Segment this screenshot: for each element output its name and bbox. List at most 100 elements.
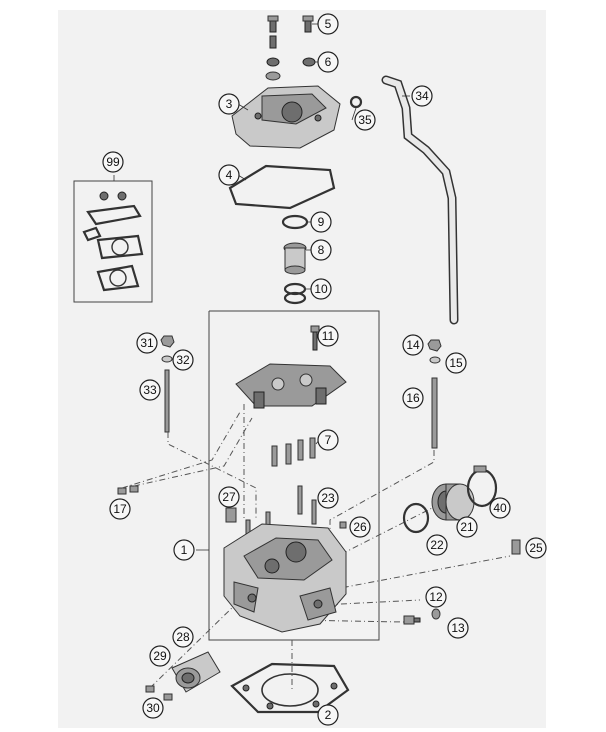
- hose-clamp: [349, 95, 363, 109]
- svg-text:10: 10: [314, 282, 328, 296]
- cylinder-head-group-box: [208, 310, 380, 641]
- svg-text:15: 15: [449, 356, 463, 370]
- callout-27: 27: [218, 486, 240, 508]
- callout-13: 13: [447, 617, 469, 639]
- callout-10: 10: [310, 278, 332, 300]
- assembly-line-sensor: [329, 555, 511, 591]
- svg-text:4: 4: [226, 168, 233, 182]
- breather-hose: [381, 75, 459, 325]
- callout-40: 40: [489, 497, 511, 519]
- washer-right: [429, 356, 441, 364]
- small-plug: [339, 521, 347, 529]
- svg-text:30: 30: [146, 701, 160, 715]
- screw-plug: [403, 615, 415, 625]
- callout-4: 4: [218, 164, 240, 186]
- svg-text:25: 25: [529, 541, 543, 555]
- svg-text:26: 26: [353, 520, 367, 534]
- callout-12: 12: [425, 586, 447, 608]
- svg-text:13: 13: [451, 621, 465, 635]
- nut-left: [160, 335, 175, 348]
- svg-text:31: 31: [140, 336, 154, 350]
- svg-text:16: 16: [406, 391, 420, 405]
- svg-text:40: 40: [493, 501, 507, 515]
- svg-text:8: 8: [318, 243, 325, 257]
- svg-text:12: 12: [429, 590, 443, 604]
- svg-text:99: 99: [106, 155, 120, 169]
- callout-28: 28: [172, 626, 194, 648]
- svg-text:1: 1: [181, 543, 188, 557]
- hose-clamp-small: [402, 502, 430, 534]
- valve-cover-gasket: [228, 164, 336, 210]
- callout-31: 31: [136, 332, 158, 354]
- assembly-line-pin-2: [133, 417, 253, 487]
- svg-text:2: 2: [325, 708, 332, 722]
- washer-left: [161, 355, 173, 363]
- assembly-line-intake: [151, 601, 239, 687]
- svg-text:33: 33: [143, 383, 157, 397]
- stud-center: [297, 485, 303, 515]
- intake-flange: [171, 651, 221, 693]
- callout-16: 16: [402, 387, 424, 409]
- hose-clamp-large: [466, 468, 498, 508]
- svg-text:29: 29: [153, 649, 167, 663]
- callout-17: 17: [109, 498, 131, 520]
- callout-6: 6: [317, 51, 339, 73]
- svg-text:28: 28: [176, 630, 190, 644]
- svg-text:21: 21: [460, 520, 474, 534]
- seal-ring: [281, 214, 309, 230]
- svg-text:35: 35: [358, 113, 372, 127]
- callout-1: 1: [173, 539, 195, 561]
- callout-22: 22: [426, 534, 448, 556]
- svg-text:5: 5: [325, 17, 332, 31]
- cover-screws: [267, 15, 314, 49]
- cylinder-head-gasket: [230, 662, 350, 714]
- cover-seal-washers: [265, 57, 316, 81]
- gasket-kit-box: [73, 180, 153, 303]
- assembly-line-pin: [121, 411, 241, 489]
- callout-2: 2: [317, 704, 339, 726]
- callout-11: 11: [317, 325, 339, 347]
- callout-21: 21: [456, 516, 478, 538]
- callout-99: 99: [102, 151, 124, 173]
- svg-text:9: 9: [318, 215, 325, 229]
- valve-cover: [231, 85, 341, 149]
- assembly-line-plug-2: [289, 619, 405, 623]
- intake-screw-2: [163, 693, 173, 701]
- svg-text:23: 23: [321, 491, 335, 505]
- svg-text:6: 6: [325, 55, 332, 69]
- svg-text:22: 22: [430, 538, 444, 552]
- bolt: [310, 325, 320, 351]
- callout-30: 30: [142, 697, 164, 719]
- svg-text:34: 34: [415, 89, 429, 103]
- callout-23: 23: [317, 487, 339, 509]
- stud-left: [164, 369, 170, 433]
- callout-29: 29: [149, 645, 171, 667]
- callout-33: 33: [139, 379, 161, 401]
- svg-text:11: 11: [322, 329, 335, 343]
- valve-guides: [271, 437, 316, 467]
- stud-center-2: [311, 499, 317, 525]
- dowel-pin-2: [129, 485, 139, 493]
- callout-14: 14: [402, 334, 424, 356]
- cylinder-head: [223, 523, 347, 633]
- assembly-line-right: [329, 450, 435, 540]
- callout-34: 34: [411, 85, 433, 107]
- spark-plug-tube: [283, 242, 307, 275]
- temperature-sensor: [225, 507, 237, 523]
- callout-7: 7: [317, 429, 339, 451]
- svg-text:7: 7: [325, 433, 332, 447]
- stud-right: [431, 377, 438, 449]
- dowel-pin: [117, 487, 127, 495]
- assembly-line-left: [167, 432, 257, 520]
- callout-15: 15: [445, 352, 467, 374]
- seal-ring-plug: [431, 608, 441, 620]
- svg-text:3: 3: [226, 97, 233, 111]
- callout-3: 3: [218, 93, 240, 115]
- callout-9: 9: [310, 211, 332, 233]
- intake-boot: [431, 483, 475, 521]
- callout-leaders: [113, 23, 410, 551]
- o-ring-lower: [283, 291, 307, 305]
- sensor: [511, 539, 521, 555]
